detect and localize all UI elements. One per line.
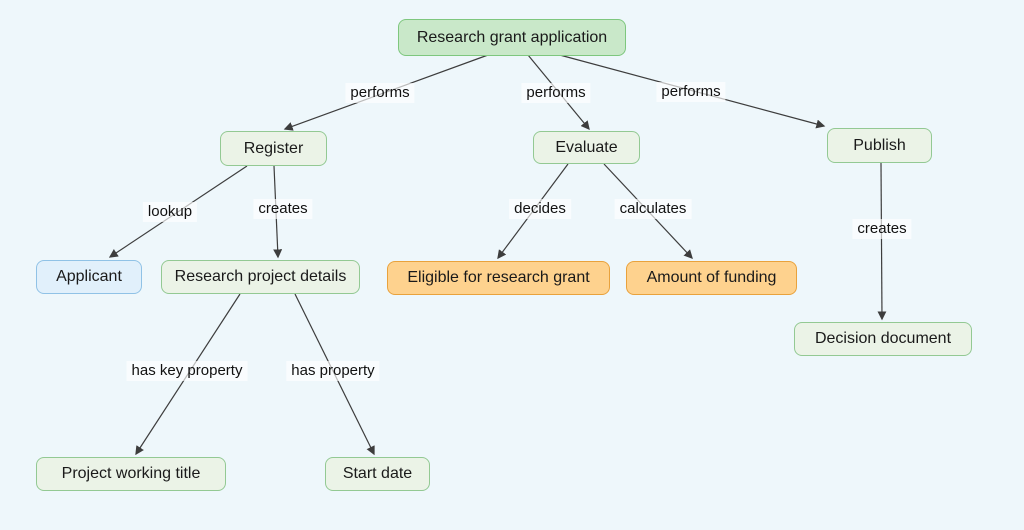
edge-label-research-grant-application--evaluate: performs (521, 83, 591, 103)
node-amount-of-funding[interactable]: Amount of funding (626, 261, 797, 295)
node-eligible-for-research-grant[interactable]: Eligible for research grant (387, 261, 610, 295)
node-applicant[interactable]: Applicant (36, 260, 142, 294)
node-start-date[interactable]: Start date (325, 457, 430, 491)
node-decision-document[interactable]: Decision document (794, 322, 972, 356)
edge-label-evaluate--eligible-for-research-grant: decides (509, 199, 571, 219)
node-publish[interactable]: Publish (827, 128, 932, 163)
edge-arrow-publish--decision-document (877, 162, 887, 321)
edge-label-research-project-details--project-working-title: has key property (126, 361, 248, 381)
node-project-working-title[interactable]: Project working title (36, 457, 226, 491)
edge-label-register--research-project-details: creates (253, 199, 313, 219)
edge-label-research-grant-application--register: performs (345, 83, 415, 103)
node-register[interactable]: Register (220, 131, 327, 166)
edge-label-register--applicant: lookup (142, 202, 198, 222)
edge-label-research-project-details--start-date: has property (286, 361, 380, 381)
node-evaluate[interactable]: Evaluate (533, 131, 640, 164)
edge-label-research-grant-application--publish: performs (656, 82, 726, 102)
edge-label-publish--decision-document: creates (852, 219, 912, 239)
node-research-grant-application[interactable]: Research grant application (398, 19, 626, 56)
edge-label-evaluate--amount-of-funding: calculates (614, 199, 692, 219)
node-research-project-details[interactable]: Research project details (161, 260, 360, 294)
